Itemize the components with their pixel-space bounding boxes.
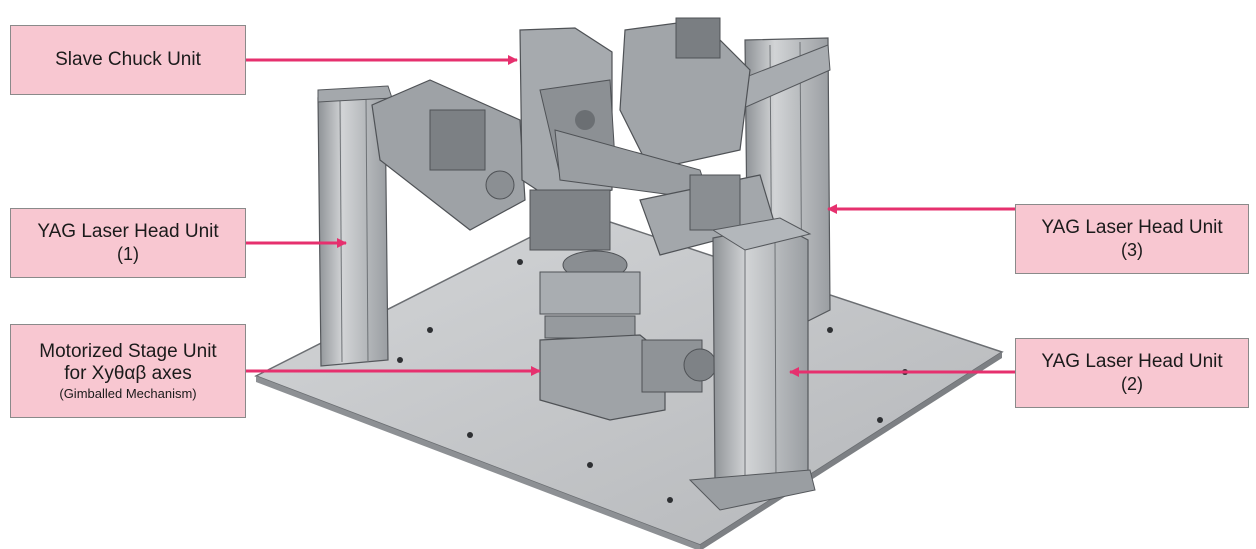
label-motorized-stage-unit: Motorized Stage Unit for Xyθαβ axes (Gim… [10, 324, 246, 418]
callout-arrows [246, 55, 1015, 377]
label-yag-laser-head-1: YAG Laser Head Unit (1) [10, 208, 246, 278]
label-slave-chuck-unit: Slave Chuck Unit [10, 25, 246, 95]
label-stage-line2: for Xyθαβ axes [64, 363, 192, 385]
yag-laser-head-1 [371, 79, 526, 231]
label-stage-line3: (Gimballed Mechanism) [59, 385, 197, 401]
yag-laser-head-3 [619, 17, 751, 171]
yag-laser-head-2 [639, 174, 776, 256]
label-yag3-line2: (3) [1121, 239, 1143, 260]
yag-laser-column-2 [688, 217, 816, 511]
slave-chuck-unit [519, 27, 711, 251]
label-yag1-line2: (1) [117, 243, 139, 264]
label-yag2-line2: (2) [1121, 373, 1143, 394]
label-yag3-line1: YAG Laser Head Unit [1041, 217, 1223, 239]
label-yag-laser-head-3: YAG Laser Head Unit (3) [1015, 204, 1249, 274]
label-stage-line1: Motorized Stage Unit [39, 340, 217, 362]
label-yag-laser-head-2: YAG Laser Head Unit (2) [1015, 338, 1249, 408]
yag-laser-column-1 [317, 85, 393, 367]
label-yag2-line1: YAG Laser Head Unit [1041, 351, 1223, 373]
label-slave-chuck-line1: Slave Chuck Unit [55, 48, 201, 70]
label-yag1-line1: YAG Laser Head Unit [37, 221, 219, 243]
motorized-stage-unit [539, 250, 717, 421]
